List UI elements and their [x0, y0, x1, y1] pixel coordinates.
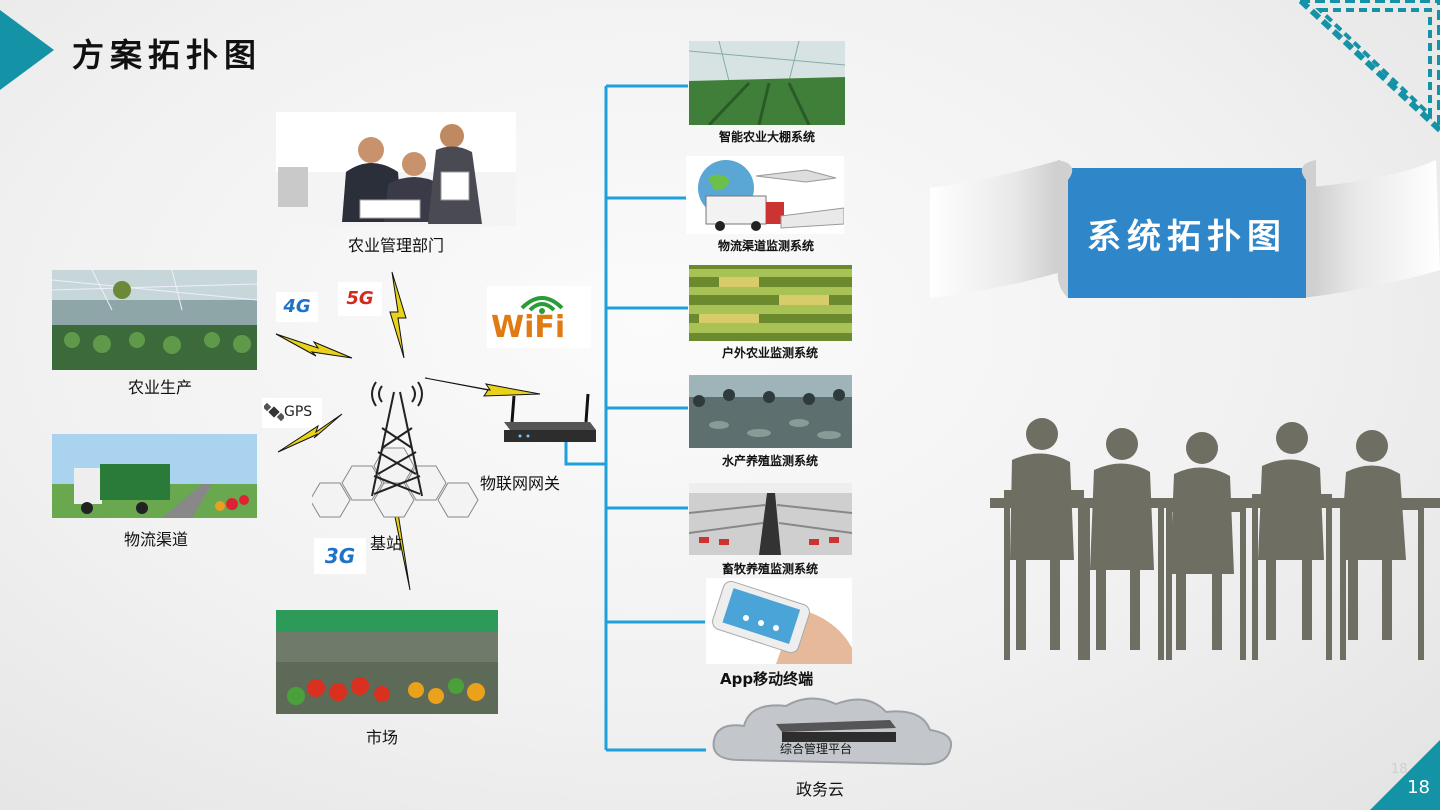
- agri-production-label: 农业生产: [127, 378, 193, 397]
- aquaculture-photo: [689, 375, 852, 448]
- base-station-tower-icon: [312, 381, 479, 518]
- iot-gateway-label: 物联网网关: [480, 474, 561, 493]
- agri-management-label: 农业管理部门: [347, 236, 445, 255]
- system-label-logistics-monitoring: 物流渠道监测系统: [717, 239, 815, 253]
- 5g-badge-icon: 5G: [338, 282, 382, 316]
- 4g-badge-icon: 4G: [276, 292, 318, 322]
- wifi-logo: WiFi: [487, 286, 591, 348]
- wireless-lightning-icons: [275, 271, 541, 591]
- market-photo: [276, 610, 498, 714]
- system-label-aquaculture: 水产养殖监测系统: [721, 454, 819, 468]
- title-arrow-icon: [0, 10, 54, 90]
- corner-triangle: [1370, 740, 1440, 810]
- system-label-outdoor-agriculture: 户外农业监测系统: [721, 346, 819, 360]
- system-label-app: App移动终端: [720, 670, 814, 688]
- agri-production-photo: [52, 270, 257, 370]
- gov-cloud-icon: [712, 697, 952, 766]
- satellite-icon: [264, 402, 284, 422]
- corner-chevron-decoration: [1295, 0, 1440, 135]
- outdoor-agriculture-photo: [689, 265, 852, 341]
- wifi-text: WiFi: [491, 310, 566, 345]
- scroll-banner: [930, 160, 1440, 298]
- page-title: 方案拓扑图: [72, 36, 263, 74]
- wifi-icon: [520, 296, 564, 314]
- page-number: 18: [1407, 777, 1430, 798]
- base-station-label: 基站: [370, 534, 403, 553]
- platform-label: 综合管理平台: [780, 742, 853, 756]
- banner-title: 系统拓扑图: [1087, 216, 1287, 257]
- logistics-photo: [52, 434, 257, 518]
- mobile-app-photo: [706, 578, 852, 664]
- livestock-photo: [689, 483, 852, 555]
- agri-management-photo: [276, 112, 516, 226]
- ghost-page-number: 18: [1391, 762, 1408, 777]
- system-label-smart-greenhouse: 智能农业大棚系统: [718, 130, 816, 144]
- iot-gateway-router-icon: [504, 393, 596, 442]
- gps-label: GPS: [284, 404, 313, 420]
- logistics-label: 物流渠道: [123, 530, 189, 549]
- meeting-silhouette-illustration: [990, 418, 1440, 660]
- smart-greenhouse-photo: [689, 41, 845, 125]
- market-label: 市场: [365, 728, 399, 747]
- 3g-badge-icon: 3G: [314, 538, 366, 574]
- gov-cloud-label: 政务云: [796, 780, 845, 799]
- gps-badge: GPS: [262, 398, 322, 428]
- system-label-livestock: 畜牧养殖监测系统: [721, 562, 819, 576]
- logistics-monitoring-photo: [686, 156, 844, 234]
